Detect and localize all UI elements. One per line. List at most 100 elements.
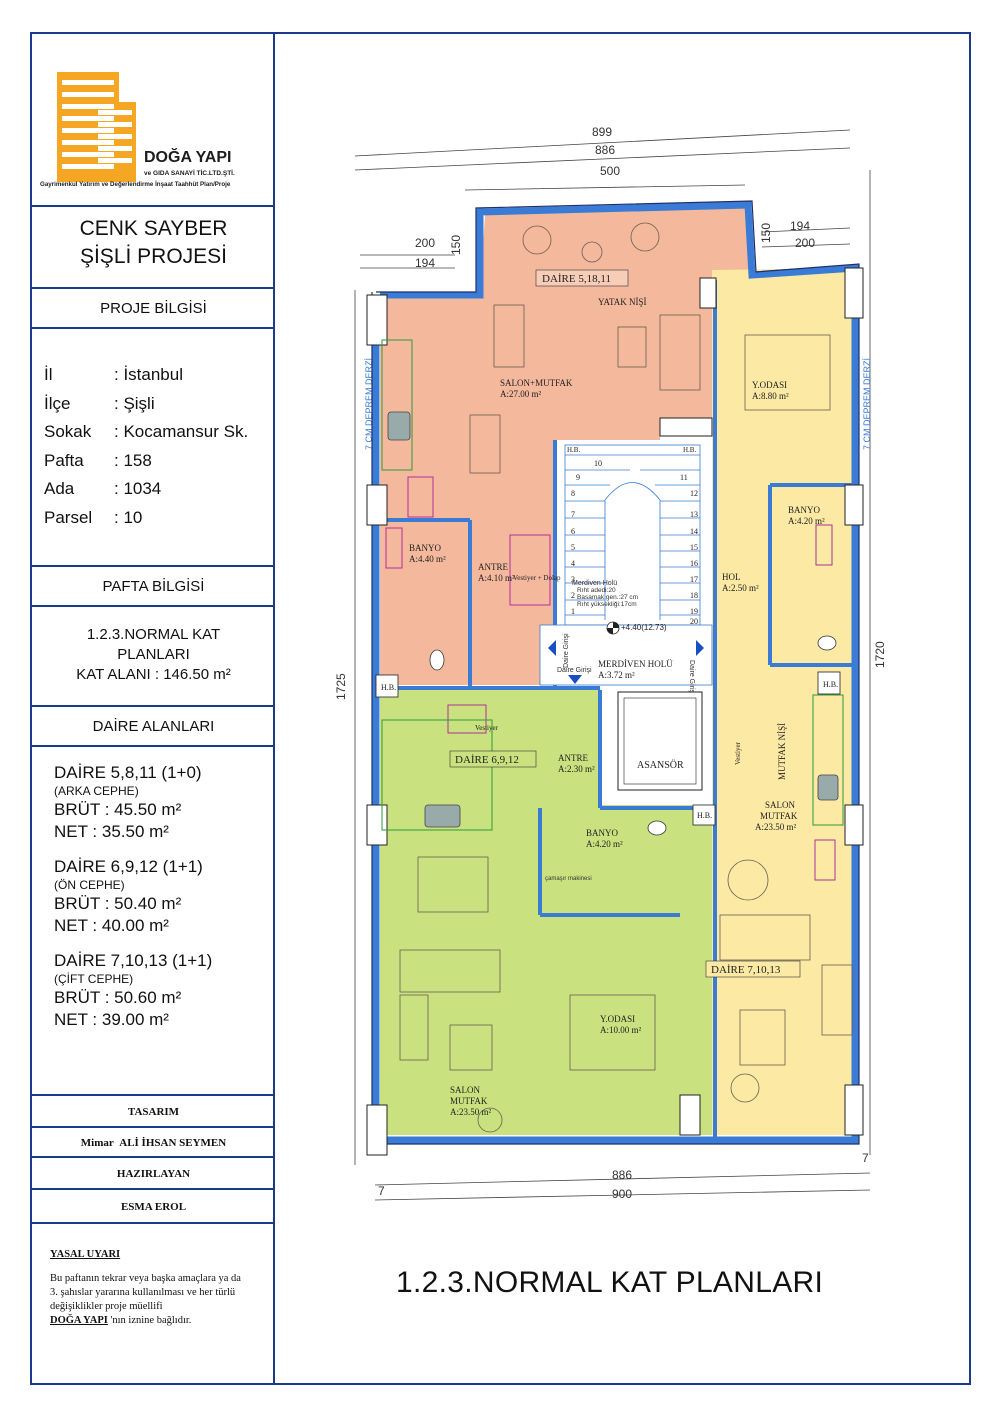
svg-text:11: 11 [680, 473, 688, 482]
unit-block: DAİRE 7,10,13 (1+1) (ÇİFT CEPHE) BRÜT : … [54, 951, 213, 1029]
info-row-sokak: Sokak: Kocamansur Sk. [44, 422, 249, 442]
vestiyer-dolap-label: Vestiyer + Dolap [513, 574, 561, 582]
logo-brand: DOĞA YAPI [144, 147, 231, 166]
derz-left-label: 7 CM DEPREM DERZİ [364, 358, 374, 450]
dim-7-right: 7 [862, 1151, 869, 1165]
stair-note-2: Rıht adedi:20 [577, 587, 616, 594]
stair-step-numbers: 1 2 3 4 5 6 7 8 9 10 11 12 13 14 15 16 1… [571, 459, 698, 626]
salon-mutfak-1-area: A:27.00 m² [500, 389, 542, 399]
hazirlayan-name-row: ESMA EROL [32, 1190, 275, 1224]
antre-2-area: A:2.30 m² [558, 764, 595, 774]
proje-bilgisi-title: PROJE BİLGİSİ [100, 300, 207, 317]
salon-mutfak-3-label-b: MUTFAK [760, 811, 798, 821]
svg-text:4: 4 [571, 559, 575, 568]
daire-alanlari-body: DAİRE 5,8,11 (1+0) (ARKA CEPHE) BRÜT : 4… [32, 747, 275, 1096]
hol-label: HOL [722, 572, 741, 582]
proje-bilgisi-header: PROJE BİLGİSİ [32, 289, 275, 329]
antre-1-area: A:4.10 m² [478, 573, 515, 583]
salon-mutfak-2-label: SALON [450, 1085, 481, 1095]
salon-mutfak-3-area: A:23.50 m² [755, 822, 797, 832]
svg-text:3: 3 [571, 575, 575, 584]
svg-text:12: 12 [690, 489, 698, 498]
unit-5-tag [535, 269, 629, 287]
dim-200-left: 200 [415, 236, 435, 250]
project-owner: CENK SAYBER [79, 217, 228, 240]
company-logo: DOĞA YAPI ve GIDA SANAYİ TİC.LTD.ŞTİ. Ga… [40, 72, 235, 188]
info-row-parsel: Parsel: 10 [44, 507, 143, 527]
dim-500: 500 [600, 164, 620, 178]
exterior-walls [372, 201, 859, 1144]
logo-tagline: Gayrimenkul Yatırım ve Değerlendirme İnş… [40, 181, 231, 188]
project-name: ŞİŞLİ PROJESİ [79, 245, 228, 268]
merdiven-holu-area: A:3.72 m² [598, 670, 635, 680]
info-row-pafta: Pafta: 158 [44, 450, 152, 470]
unit-6-label: DAİRE 6,9,12 [455, 754, 519, 766]
floor-plan-area: 899 886 500 200 194 150 150 194 200 1725… [276, 34, 970, 1383]
hb-stair-left: H.B. [567, 446, 580, 454]
svg-text:17: 17 [690, 575, 698, 584]
unit-6-tag [449, 750, 537, 768]
yodasi-2-area: A:10.00 m² [600, 1025, 642, 1035]
kat-alani: KAT ALANI : 146.50 m² [76, 666, 231, 683]
info-row-ada: Ada: 1034 [44, 479, 162, 499]
shafts [375, 671, 841, 826]
dim-200-right: 200 [795, 236, 815, 250]
mimar-row: Mimar ALİ İHSAN SEYMEN [32, 1128, 275, 1158]
pafta-line1: 1.2.3.NORMAL KAT [86, 626, 221, 643]
banyo-3-label: BANYO [586, 828, 619, 838]
yodasi-1-label: Y.ODASI [752, 380, 787, 390]
svg-text:18: 18 [690, 591, 698, 600]
salon-mutfak-2-area: A:23.50 m² [450, 1107, 492, 1117]
fixtures [385, 476, 836, 881]
kitchen-counters [381, 339, 844, 831]
svg-text:1: 1 [571, 607, 575, 616]
floor-plan: 899 886 500 200 194 150 150 194 200 1725… [334, 125, 887, 1201]
svg-text:6: 6 [571, 527, 575, 536]
svg-text:7: 7 [571, 510, 575, 519]
unit-7-label: DAİRE 7,10,13 [711, 964, 781, 976]
dimension-lines [354, 129, 871, 1201]
svg-text:19: 19 [690, 607, 698, 616]
svg-text:13: 13 [690, 510, 698, 519]
dim-150-left: 150 [449, 235, 463, 255]
yodasi-1-area: A:8.80 m² [752, 391, 789, 401]
svg-text:16: 16 [690, 559, 698, 568]
svg-text:10: 10 [594, 459, 602, 468]
derz-right-label: 7 CM DEPREM DERZİ [862, 358, 872, 450]
daire-girisi-right: Daire Girişi [688, 660, 695, 695]
sinks [387, 411, 839, 828]
stair-note-4: Rıht yüksekliği:17cm [577, 601, 637, 608]
mutfak-nisi-label: MUTFAK NİŞİ [777, 723, 787, 780]
banyo-3-area: A:4.20 m² [586, 839, 623, 849]
title-block: DOĞA YAPI ve GIDA SANAYİ TİC.LTD.ŞTİ. Ga… [32, 34, 275, 1383]
hb-box-center: H.B. [697, 811, 712, 820]
hol-area: A:2.50 m² [722, 583, 759, 593]
pafta-bilgisi-header: PAFTA BİLGİSİ [32, 567, 275, 607]
banyo-1-area: A:4.40 m² [409, 554, 446, 564]
daire-alanlari-header: DAİRE ALANLARI [32, 707, 275, 747]
pafta-line2: PLANLARI [117, 646, 190, 663]
furniture [399, 222, 853, 1133]
entry-arrows [548, 640, 704, 684]
stair-note-3: Basamak gen.:27 cm [577, 594, 638, 601]
svg-text:9: 9 [576, 473, 580, 482]
pafta-bilgisi-body: 1.2.3.NORMAL KAT PLANLARI KAT ALANI : 14… [32, 607, 275, 707]
hb-box-left: H.B. [381, 683, 396, 692]
vestiyer-label: Vestiyer [475, 724, 499, 732]
antre-1-label: ANTRE [478, 562, 508, 572]
dim-899: 899 [592, 125, 612, 139]
salon-mutfak-1-label: SALON+MUTFAK [500, 378, 573, 388]
proje-bilgisi-table: İl: İstanbul İlçe: Şişli Sokak: Kocamans… [32, 329, 275, 567]
logo-section: DOĞA YAPI ve GIDA SANAYİ TİC.LTD.ŞTİ. Ga… [32, 34, 275, 207]
logo-building-icon [57, 72, 136, 182]
unit-7-tag [705, 960, 801, 978]
sheet-frame [30, 32, 971, 1385]
elevator-label: ASANSÖR [637, 759, 684, 771]
merdiven-holu-label: MERDİVEN HOLÜ [598, 659, 673, 669]
dim-886-bottom: 886 [612, 1168, 632, 1182]
info-row-ilce: İlçe: Şişli [44, 393, 155, 413]
antre-2-label: ANTRE [558, 753, 588, 763]
salon-mutfak-2-label-b: MUTFAK [450, 1096, 488, 1106]
legal-notice: YASAL UYARI Bu paftanın tekrar veya başk… [50, 1249, 241, 1326]
svg-text:8: 8 [571, 489, 575, 498]
